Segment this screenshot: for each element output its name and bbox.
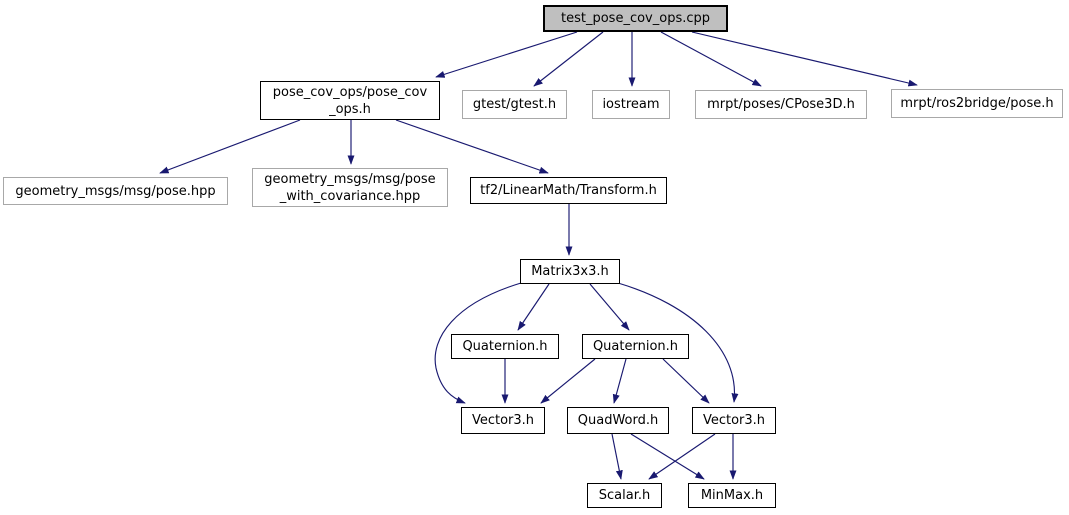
edge-quatright-to-vector3left: [540, 358, 596, 404]
edge-quatright-to-quadword: [612, 358, 627, 404]
node-pose-cov-ops-h[interactable]: pose_cov_ops/pose_cov _ops.h: [260, 81, 440, 120]
node-quadword-h[interactable]: QuadWord.h: [567, 407, 669, 434]
edge-quatright-to-vector3right: [662, 358, 710, 404]
edge-testcpp-to-posecovops: [435, 31, 578, 78]
node-mrpt-ros2bridge-pose-h: mrpt/ros2bridge/pose.h: [891, 89, 1063, 118]
edge-matrix3x3-to-quatleft: [517, 283, 550, 331]
node-scalar-h[interactable]: Scalar.h: [587, 483, 662, 508]
edge-posecovops-to-posehpp: [159, 119, 301, 174]
node-quaternion-h-right[interactable]: Quaternion.h: [582, 334, 689, 359]
edge-matrix3x3-to-quatright: [589, 283, 630, 331]
edge-quadword-to-scalar: [611, 433, 623, 480]
node-iostream: iostream: [592, 90, 670, 119]
node-test-pose-cov-ops-cpp: test_pose_cov_ops.cpp: [543, 5, 728, 32]
node-gtest-h: gtest/gtest.h: [462, 90, 567, 119]
node-minmax-h[interactable]: MinMax.h: [688, 483, 776, 508]
edge-matrix3x3-to-vector3left: [434, 282, 522, 404]
node-vector3-h-left[interactable]: Vector3.h: [461, 407, 545, 434]
edge-vector3right-to-scalar: [648, 433, 716, 480]
node-quaternion-h-left[interactable]: Quaternion.h: [451, 334, 559, 359]
node-matrix3x3-h[interactable]: Matrix3x3.h: [520, 259, 620, 284]
edge-posecovops-to-transform: [395, 119, 549, 174]
edge-testcpp-to-ros2bridge: [691, 31, 918, 87]
edge-matrix3x3-to-vector3right: [617, 282, 739, 403]
node-tf2-linearmath-transform-h[interactable]: tf2/LinearMath/Transform.h: [470, 177, 667, 204]
edge-quadword-to-minmax: [630, 433, 705, 480]
edge-testcpp-to-cpose3d: [660, 31, 762, 87]
edge-testcpp-to-gtest: [533, 31, 604, 87]
node-vector3-h-right[interactable]: Vector3.h: [692, 407, 776, 434]
node-geometry-msgs-pose-hpp: geometry_msgs/msg/pose.hpp: [3, 177, 228, 205]
node-geometry-msgs-pose-with-covariance-hpp: geometry_msgs/msg/pose _with_covariance.…: [252, 168, 448, 207]
node-mrpt-poses-cpose3d-h: mrpt/poses/CPose3D.h: [695, 90, 867, 119]
